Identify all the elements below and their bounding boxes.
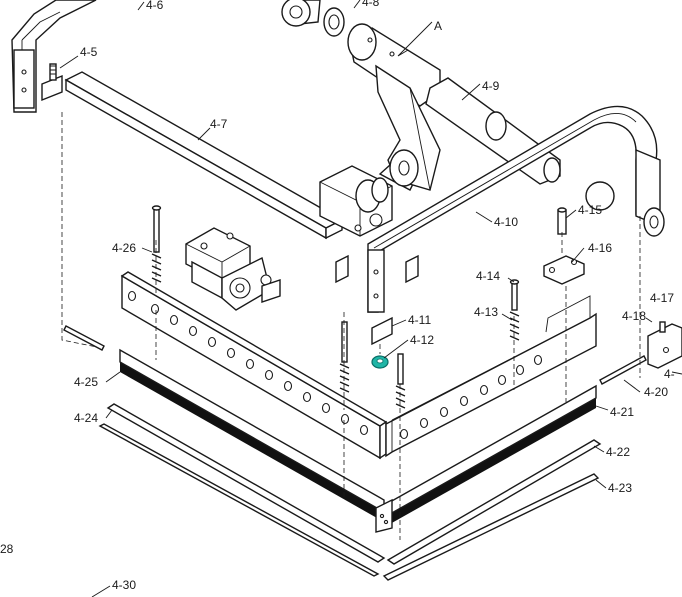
- rubber-blade: [119, 348, 597, 533]
- left-frame-arm: [11, 0, 97, 113]
- part-4-22-strip: [386, 439, 602, 565]
- part-4-5-bracket: [41, 63, 63, 102]
- label-4-12: 4-12: [410, 333, 434, 347]
- label-4-8: 4-8: [362, 0, 380, 9]
- label-28: 28: [0, 542, 14, 556]
- label-4-18: 4-18: [622, 309, 646, 323]
- part-4-12-nut-highlighted[interactable]: [371, 355, 389, 369]
- part-4-20-rod: [599, 355, 647, 385]
- left-pin-rod: [63, 325, 105, 351]
- label-4-7: 4-7: [210, 117, 228, 131]
- spring-bolt-center-right: [395, 353, 406, 409]
- label-4-24: 4-24: [74, 411, 98, 425]
- label-A: A: [434, 19, 442, 33]
- plate-4-21-holes: [399, 354, 543, 440]
- label-4-22: 4-22: [606, 445, 630, 459]
- hydraulic-motor: [185, 227, 281, 311]
- label-4-20: 4-20: [644, 385, 668, 399]
- label-4-10: 4-10: [494, 215, 518, 229]
- label-4-19: 4-: [664, 367, 675, 381]
- label-4-17: 4-17: [650, 291, 674, 305]
- label-4-21: 4-21: [610, 405, 634, 419]
- label-4-6: 4-6: [146, 0, 164, 12]
- part-4-23-strip: [382, 473, 600, 581]
- gearbox-assembly: [319, 155, 421, 237]
- label-4-30: 4-30: [112, 578, 136, 592]
- part-4-26-bolt: [151, 205, 162, 283]
- label-4-5: 4-5: [80, 45, 98, 59]
- plate-4-25-holes: [127, 290, 369, 436]
- part-4-30-strip: [98, 423, 380, 577]
- part-4-17-bolt: [659, 321, 666, 333]
- part-4-7-tube: [64, 71, 344, 240]
- assembly-centerlines: [61, 112, 641, 540]
- part-4-15-pin: [557, 207, 567, 235]
- part-4-21-plate: [385, 295, 597, 458]
- part-4-10-frame: [367, 105, 665, 313]
- part-4-14-bolt: [509, 279, 520, 341]
- label-4-14: 4-14: [476, 269, 500, 283]
- label-4-9: 4-9: [482, 79, 500, 93]
- part-4-18-bracket: [647, 323, 682, 369]
- label-4-15: 4-15: [578, 203, 602, 217]
- label-4-13: 4-13: [474, 305, 498, 319]
- label-4-25: 4-25: [74, 375, 98, 389]
- label-4-26: 4-26: [112, 241, 136, 255]
- spring-bolt-center-left: [339, 321, 350, 393]
- label-4-23: 4-23: [608, 481, 632, 495]
- part-4-11-bracket: [335, 254, 419, 346]
- label-4-16: 4-16: [588, 241, 612, 255]
- leader-lines: [59, 0, 682, 597]
- part-4-24-strip: [106, 403, 386, 563]
- label-4-11: 4-11: [408, 313, 431, 327]
- pivot-arm-A: [281, 0, 615, 211]
- part-4-16-bracket: [543, 255, 585, 285]
